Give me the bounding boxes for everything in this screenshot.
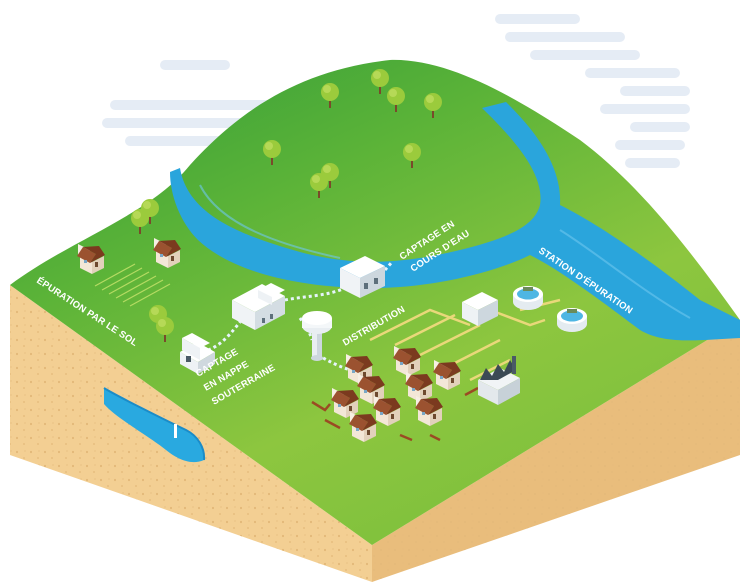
farm-field — [94, 263, 171, 307]
tank-icon-group — [513, 286, 587, 332]
cloud-icon-left — [102, 60, 300, 146]
sewer-pipes — [369, 298, 561, 382]
river — [170, 102, 740, 341]
cloud-icon-right — [495, 14, 690, 168]
water-tower-icon — [302, 311, 332, 361]
factory-icon — [478, 356, 520, 405]
aquifer — [104, 388, 205, 463]
building-icon-river-catchment — [340, 256, 385, 298]
drain-lines — [311, 386, 479, 442]
building-icon-station — [462, 292, 498, 326]
building-icon-ground-catchment — [180, 333, 215, 374]
building-icon-treatment — [232, 283, 285, 330]
